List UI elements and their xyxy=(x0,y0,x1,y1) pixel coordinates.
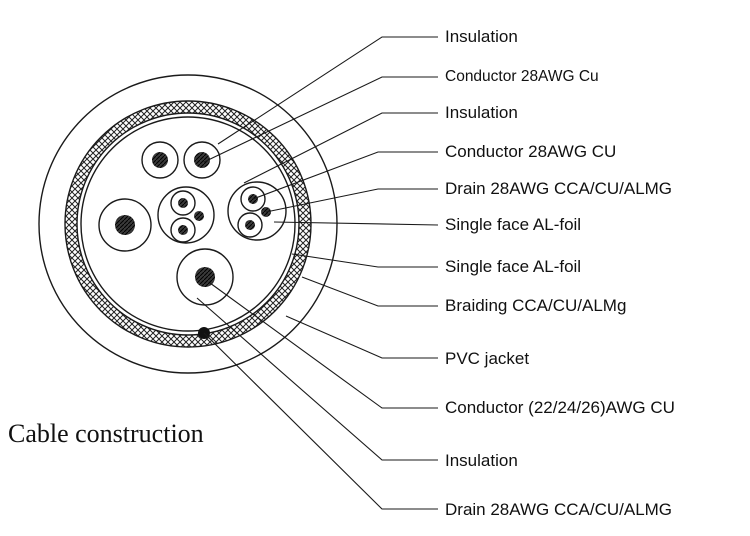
leader-line-11 xyxy=(196,297,438,461)
leader-line-7 xyxy=(291,253,438,268)
leader-line-4 xyxy=(252,151,438,200)
bottom-conductor xyxy=(195,267,215,287)
leader-line-2 xyxy=(203,76,438,163)
top-left-conductor xyxy=(152,152,168,168)
braiding-inner-edge xyxy=(76,112,300,336)
braiding-outer-edge xyxy=(64,100,312,348)
right-pair-shield xyxy=(227,181,287,241)
leader-line-9 xyxy=(285,315,438,359)
top-left-insulation xyxy=(141,141,179,179)
right-pair-upper-insulation xyxy=(240,186,266,212)
label-conductor-28awg-cu-upper: Conductor 28AWG CU xyxy=(445,142,616,161)
center-pair-drain xyxy=(194,211,204,221)
label-pvc-jacket: PVC jacket xyxy=(445,349,529,368)
label-al-foil-overall: Single face AL-foil xyxy=(445,257,581,276)
center-pair-shield xyxy=(157,186,215,244)
center-pair-lower-conductor xyxy=(178,225,188,235)
leader-line-1 xyxy=(217,36,438,145)
top-right-conductor xyxy=(194,152,210,168)
leader-line-12 xyxy=(203,332,438,510)
center-pair-upper-insulation xyxy=(170,190,196,216)
label-braiding: Braiding CCA/CU/ALMg xyxy=(445,296,626,315)
diagram-title: Cable construction xyxy=(8,419,204,448)
label-drain-main: Drain 28AWG CCA/CU/ALMG xyxy=(445,500,672,519)
center-pair-upper-conductor xyxy=(178,198,188,208)
label-conductor-28awg-cu: Conductor 28AWG Cu xyxy=(445,68,599,85)
label-al-foil-pair: Single face AL-foil xyxy=(445,215,581,234)
leader-line-5 xyxy=(265,188,438,213)
right-pair-lower-insulation xyxy=(237,212,263,238)
foil-inner xyxy=(80,116,296,332)
center-pair-lower-insulation xyxy=(170,217,196,243)
label-insulation-second: Insulation xyxy=(445,103,518,122)
label-insulation-top: Insulation xyxy=(445,27,518,46)
leader-line-3 xyxy=(243,112,438,184)
leader-lines xyxy=(196,36,439,510)
top-right-insulation xyxy=(183,141,221,179)
leader-line-10 xyxy=(209,282,438,409)
left-conductor xyxy=(115,215,135,235)
left-insulation xyxy=(98,198,152,252)
leader-line-6 xyxy=(273,221,439,226)
cable-cross-section xyxy=(38,74,338,374)
right-pair-lower-conductor xyxy=(245,220,255,230)
leader-line-8 xyxy=(301,276,438,307)
label-conductor-22-24-26awg: Conductor (22/24/26)AWG CU xyxy=(445,398,675,417)
component-labels: Insulation Conductor 28AWG Cu Insulation… xyxy=(445,27,675,519)
braiding-layer xyxy=(60,96,316,352)
label-insulation-bottom: Insulation xyxy=(445,451,518,470)
pvc-jacket-outer xyxy=(38,74,338,374)
label-drain-pair: Drain 28AWG CCA/CU/ALMG xyxy=(445,179,672,198)
